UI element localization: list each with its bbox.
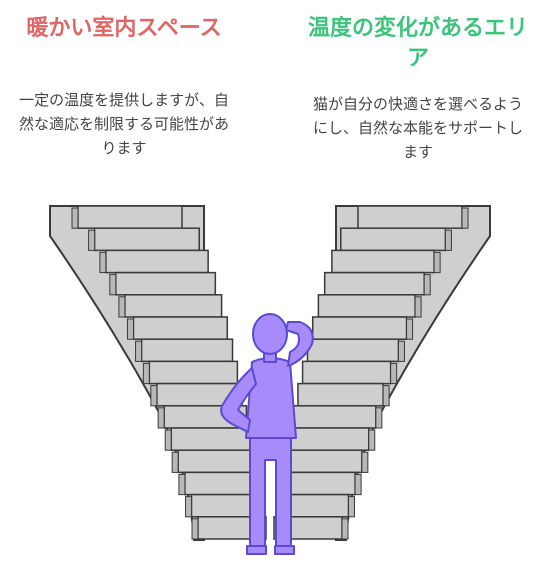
temperature-varied-area-description: 猫が自分の快適さを選べるようにし、自然な本能をサポートします [312, 95, 523, 161]
warm-indoor-space-title: 暖かい室内スペース [26, 16, 222, 41]
temperature-varied-area-title: 温度の変化があるエリア [308, 16, 529, 71]
right-staircase [273, 205, 491, 541]
warm-indoor-space-description: 一定の温度を提供しますが、自然な適応を制限する可能性があります [18, 91, 229, 157]
left-staircase [49, 205, 267, 541]
person-scratching-head-icon [220, 313, 314, 555]
